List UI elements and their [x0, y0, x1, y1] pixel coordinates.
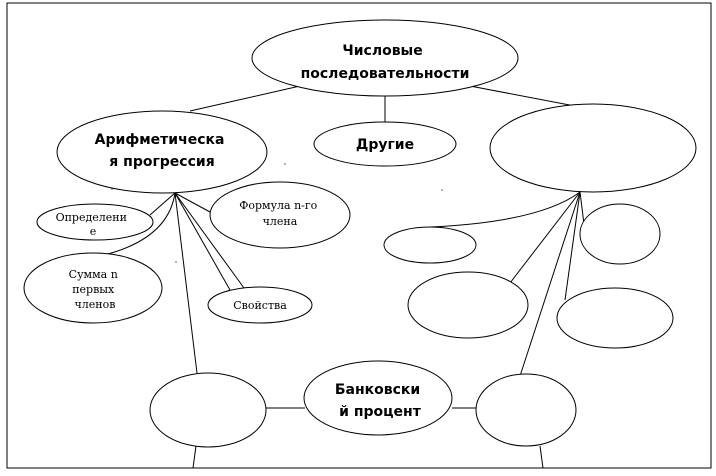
node-arithmetic-line-1: Арифметическа — [95, 132, 225, 148]
edge-bankright-down — [539, 445, 544, 469]
edge-arith-properties-2 — [174, 192, 231, 291]
node-other-label: Другие — [356, 137, 414, 153]
node-root: Числовые последовательности — [251, 19, 519, 97]
node-unlabeled-right — [489, 103, 697, 193]
node-root-shape — [251, 19, 519, 97]
node-bank-left — [149, 372, 267, 448]
speck — [284, 163, 286, 165]
edges — [99, 85, 586, 469]
node-sum: Сумма n первых членов — [23, 252, 163, 324]
edge-root-right — [469, 85, 581, 108]
node-definition: Определени е — [36, 203, 154, 241]
node-arithmetic-label: Арифметическа я прогрессия — [95, 132, 230, 170]
edge-right-small — [429, 191, 581, 228]
node-other-shape — [313, 121, 457, 167]
node-sum-shape — [23, 252, 163, 324]
node-bank-label: Банковски й процент — [335, 382, 425, 420]
node-definition-line-1: Определени — [56, 211, 127, 224]
node-empty-right-top — [579, 203, 661, 265]
node-other-line-1: Другие — [356, 137, 414, 153]
node-other: Другие — [313, 121, 457, 167]
node-arithmetic-line-2: я прогрессия — [109, 154, 214, 170]
node-sum-line-1: Сумма n — [69, 268, 118, 281]
node-empty-small — [383, 226, 477, 264]
node-root-line-2: последовательности — [301, 66, 470, 82]
speck — [441, 189, 443, 191]
edge-arith-definition — [149, 192, 176, 216]
node-definition-label: Определени е — [56, 211, 131, 238]
node-formula: Формула n-го члена — [209, 181, 351, 249]
node-root-line-1: Числовые — [342, 43, 422, 59]
node-bank-shape — [303, 360, 453, 436]
node-bank: Банковски й процент — [303, 360, 453, 436]
node-formula-label: Формула n-го члена — [239, 199, 321, 228]
speck — [111, 188, 113, 190]
node-bank-right — [475, 373, 577, 447]
node-properties: Свойства — [207, 286, 313, 324]
edge-right-rightbottom — [564, 191, 581, 301]
speck — [175, 261, 177, 263]
node-empty-right-bottom — [556, 287, 674, 349]
node-properties-label: Свойства — [233, 299, 287, 312]
node-formula-shape — [209, 181, 351, 249]
edge-arith-bankleft — [174, 192, 198, 374]
diagram-frame — [6, 2, 712, 469]
node-definition-line-2: е — [90, 225, 97, 238]
node-properties-shape — [207, 286, 313, 324]
node-empty-mid — [407, 271, 529, 339]
node-arithmetic: Арифметическа я прогрессия — [56, 110, 268, 194]
node-arithmetic-shape — [56, 110, 268, 194]
edge-right-bankright — [519, 191, 581, 377]
edge-right-mid — [509, 191, 581, 284]
node-bank-line-2: й процент — [339, 404, 422, 420]
node-sum-label: Сумма n первых членов — [69, 268, 122, 311]
edge-arith-formula — [174, 192, 211, 213]
node-sum-line-2: первых — [72, 283, 115, 296]
node-bank-line-1: Банковски — [335, 382, 420, 398]
node-formula-line-1: Формула n-го — [239, 199, 317, 212]
node-formula-line-2: члена — [263, 215, 298, 228]
edge-arith-properties — [174, 192, 245, 289]
edge-bankleft-down — [192, 445, 197, 469]
edge-arith-sum — [99, 192, 176, 257]
node-root-label: Числовые последовательности — [301, 43, 470, 82]
node-properties-line-1: Свойства — [233, 299, 287, 312]
node-definition-shape — [36, 203, 154, 241]
node-sum-line-3: членов — [75, 298, 116, 311]
edge-root-arithmetic — [189, 85, 301, 112]
